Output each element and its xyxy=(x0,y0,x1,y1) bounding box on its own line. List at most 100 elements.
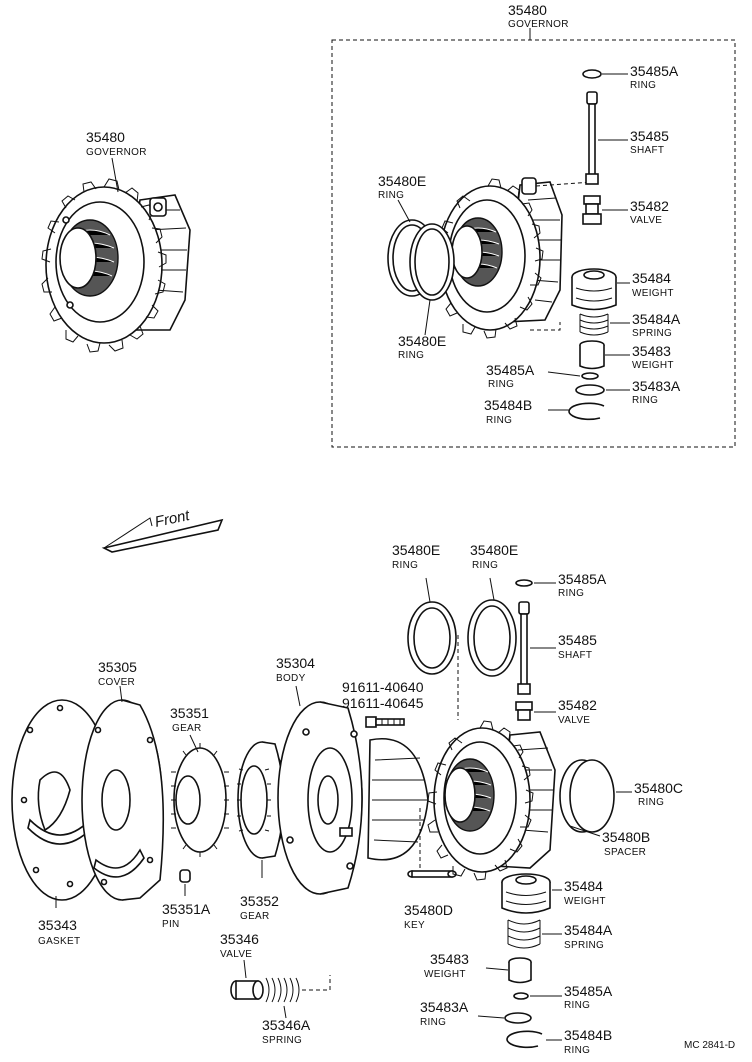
label-b-35480E-a-name: RING xyxy=(392,560,418,571)
ring-35483A-bottom xyxy=(504,1012,532,1024)
ring-35480E-pair-top xyxy=(387,219,455,301)
label-b-35480C-name: RING xyxy=(638,797,664,808)
label-t-35483A-num: 35483A xyxy=(632,378,681,394)
label-t-35482-name: VALVE xyxy=(630,215,662,226)
cover-35305 xyxy=(81,699,165,901)
label-b-35351-num: 35351 xyxy=(170,705,209,721)
label-b-35484-num: 35484 xyxy=(564,878,603,894)
label-t-35480E-b-name: RING xyxy=(398,350,424,361)
label-t-35484B-num: 35484B xyxy=(484,397,532,413)
label-b-35484B-name: RING xyxy=(564,1045,590,1056)
label-b-35485A-2-num: 35485A xyxy=(564,983,613,999)
label-t-35483A-name: RING xyxy=(632,395,658,406)
label-t-35480E-a-num: 35480E xyxy=(378,173,426,189)
ring-35484B-bottom xyxy=(506,1030,543,1049)
valve-35482-bottom xyxy=(515,701,533,721)
ring-35480E-bottom-b xyxy=(467,599,517,677)
label-b-35352-num: 35352 xyxy=(240,893,279,909)
label-t-35483-num: 35483 xyxy=(632,343,671,359)
label-t-35482-num: 35482 xyxy=(630,198,669,214)
label-group-governor-num: 35480 xyxy=(508,2,547,18)
label-b-35484B-num: 35484B xyxy=(564,1027,612,1043)
label-t-35485A-2-name: RING xyxy=(488,379,514,390)
front-label: Front xyxy=(153,507,192,531)
label-b-35485A-num: 35485A xyxy=(558,571,607,587)
spring-35346A xyxy=(265,977,300,1003)
label-b-35485-name: SHAFT xyxy=(558,650,592,661)
gear-35351 xyxy=(171,743,229,857)
label-b-bolt-num2: 91611-40645 xyxy=(342,695,424,711)
spring-35484A-bottom xyxy=(507,919,541,949)
label-b-35304-name: BODY xyxy=(276,673,306,684)
label-b-35346A-name: SPRING xyxy=(262,1035,302,1046)
label-b-bolt-num1: 91611-40640 xyxy=(342,679,424,695)
label-t-35485A-name: RING xyxy=(630,80,656,91)
governor-group-box xyxy=(331,39,736,448)
label-b-35482-num: 35482 xyxy=(558,697,597,713)
label-b-35480B-name: SPACER xyxy=(604,847,646,858)
label-t-35480E-a-name: RING xyxy=(378,190,404,201)
label-b-35351-name: GEAR xyxy=(172,723,202,734)
front-arrow xyxy=(101,517,224,553)
label-b-35346-name: VALVE xyxy=(220,949,252,960)
ring-35484B-top xyxy=(568,402,605,421)
ring-35480C xyxy=(559,759,615,833)
label-t-35484B-name: RING xyxy=(486,415,512,426)
label-t-35484-name: WEIGHT xyxy=(632,288,674,299)
label-governor-left-num: 35480 xyxy=(86,129,125,145)
label-b-35480B-num: 35480B xyxy=(602,829,650,845)
label-t-35485-num: 35485 xyxy=(630,128,669,144)
label-b-35483-name: WEIGHT xyxy=(424,969,466,980)
label-b-35346-num: 35346 xyxy=(220,931,259,947)
label-b-35480C-num: 35480C xyxy=(634,780,683,796)
diagram-code: MC 2841-D xyxy=(684,1040,735,1051)
label-b-35351A-name: PIN xyxy=(162,919,180,930)
label-t-35485A-2-num: 35485A xyxy=(486,362,535,378)
label-b-35485-num: 35485 xyxy=(558,632,597,648)
label-group-governor-name: GOVERNOR xyxy=(508,19,569,30)
label-t-35484A-name: SPRING xyxy=(632,328,672,339)
label-b-35480D-name: KEY xyxy=(404,920,425,931)
label-b-35482-name: VALVE xyxy=(558,715,590,726)
label-b-35343-name: GASKET xyxy=(38,936,80,947)
label-b-35485A-name: RING xyxy=(558,588,584,599)
body-35304 xyxy=(277,701,429,895)
ring-35480E-bottom-a xyxy=(407,601,457,675)
label-b-35305-name: COVER xyxy=(98,677,135,688)
label-b-35304-num: 35304 xyxy=(276,655,315,671)
label-t-35480E-b-num: 35480E xyxy=(398,333,446,349)
valve-35346 xyxy=(230,980,264,1000)
weight-35484-top xyxy=(571,268,617,311)
label-b-35480E-b-name: RING xyxy=(472,560,498,571)
governor-body-bottom xyxy=(427,720,556,881)
governor-body-top xyxy=(434,177,563,339)
ring-35483A-top xyxy=(575,384,605,396)
label-b-35484A-num: 35484A xyxy=(564,922,613,938)
label-b-35484-name: WEIGHT xyxy=(564,896,606,907)
label-t-35483-name: WEIGHT xyxy=(632,360,674,371)
ring-35485A-top-2 xyxy=(581,372,599,380)
label-b-35480E-b-num: 35480E xyxy=(470,542,518,558)
label-b-35346A-num: 35346A xyxy=(262,1017,311,1033)
label-b-35351A-num: 35351A xyxy=(162,901,211,917)
weight-35484-bottom xyxy=(501,873,551,914)
label-b-35305-num: 35305 xyxy=(98,659,137,675)
label-b-35480D-num: 35480D xyxy=(404,902,453,918)
label-b-35483A-num: 35483A xyxy=(420,999,469,1015)
label-b-35483-num: 35483 xyxy=(430,951,469,967)
ring-35485A-top xyxy=(582,69,602,79)
ring-35485A-bottom xyxy=(515,579,533,587)
ring-35485A-bottom-2 xyxy=(513,992,529,1000)
valve-35482-top xyxy=(582,195,602,225)
bolt-91611 xyxy=(365,716,405,728)
pin-35351A xyxy=(179,869,191,883)
label-t-35485-name: SHAFT xyxy=(630,145,664,156)
weight-35483-bottom xyxy=(508,957,532,984)
shaft-35485-top xyxy=(585,91,599,185)
label-governor-left-name: GOVERNOR xyxy=(86,147,147,158)
label-t-35485A-num: 35485A xyxy=(630,63,679,79)
weight-35483-top xyxy=(579,340,605,370)
label-b-35343-num: 35343 xyxy=(38,917,77,933)
spring-35484A-top xyxy=(579,313,609,336)
